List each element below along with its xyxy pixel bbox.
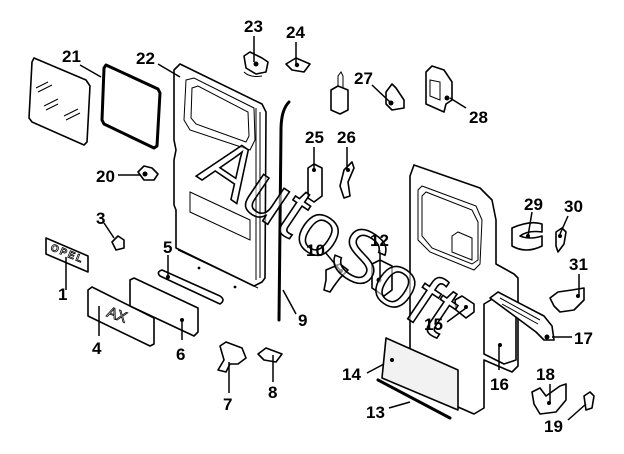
part-opel-badge[interactable]: OPEL <box>45 237 89 273</box>
callout-24[interactable]: 24 <box>286 23 305 42</box>
part-catch[interactable] <box>385 83 405 111</box>
callout-27[interactable]: 27 <box>354 69 373 88</box>
callout-28[interactable]: 28 <box>469 108 488 127</box>
part-clip[interactable] <box>137 165 159 181</box>
part-hinge-bracket[interactable] <box>425 65 453 113</box>
callout-26[interactable]: 26 <box>337 128 356 147</box>
callout-5[interactable]: 5 <box>163 238 172 257</box>
part-lower-plate[interactable] <box>257 347 283 363</box>
part-lock-body[interactable] <box>330 71 349 115</box>
callout-21[interactable]: 21 <box>62 47 81 66</box>
part-cap[interactable] <box>583 391 595 411</box>
callout-7[interactable]: 7 <box>223 395 232 414</box>
part-locking-rod[interactable] <box>489 291 555 341</box>
callout-23[interactable]: 23 <box>244 17 263 36</box>
callout-8[interactable]: 8 <box>268 383 277 402</box>
part-lower-strip[interactable] <box>376 378 452 420</box>
part-seal-strip[interactable] <box>277 100 291 322</box>
callout-1[interactable]: 1 <box>58 285 67 304</box>
callout-17[interactable]: 17 <box>574 329 593 348</box>
callout-16[interactable]: 16 <box>490 375 509 394</box>
callout-15[interactable]: 15 <box>424 315 443 334</box>
part-left-door[interactable] <box>173 63 267 289</box>
callout-10[interactable]: 10 <box>306 241 325 260</box>
callout-18[interactable]: 18 <box>536 365 555 384</box>
callout-13[interactable]: 13 <box>366 403 385 422</box>
leader-lines <box>65 36 587 421</box>
callout-25[interactable]: 25 <box>305 128 324 147</box>
part-lower-hinge-right[interactable] <box>531 383 567 415</box>
part-guide[interactable] <box>511 221 543 251</box>
callout-22[interactable]: 22 <box>136 49 155 68</box>
plate-text: AX <box>105 304 130 327</box>
callout-14[interactable]: 14 <box>342 365 361 384</box>
callout-30[interactable]: 30 <box>564 197 583 216</box>
callout-29[interactable]: 29 <box>524 195 543 214</box>
part-license-plate-holder[interactable]: AX <box>87 286 155 347</box>
callout-19[interactable]: 19 <box>544 417 563 436</box>
callout-6[interactable]: 6 <box>176 345 185 364</box>
callout-12[interactable]: 12 <box>370 231 389 250</box>
part-window-seal[interactable] <box>100 63 162 150</box>
callout-31[interactable]: 31 <box>569 255 588 274</box>
part-lower-hinge[interactable] <box>217 341 247 373</box>
part-push-clip[interactable] <box>111 235 125 251</box>
callout-9[interactable]: 9 <box>298 311 307 330</box>
callouts: 1 3 4 5 6 7 8 9 10 12 13 14 15 16 17 18 … <box>58 17 593 436</box>
callout-3[interactable]: 3 <box>96 209 105 228</box>
part-hinge-plate[interactable] <box>285 57 311 73</box>
part-window-glass[interactable] <box>28 57 91 146</box>
part-lock-cylinder[interactable] <box>323 263 349 293</box>
part-hinge-upper[interactable] <box>243 51 269 77</box>
callout-4[interactable]: 4 <box>92 339 102 358</box>
callout-20[interactable]: 20 <box>96 167 115 186</box>
